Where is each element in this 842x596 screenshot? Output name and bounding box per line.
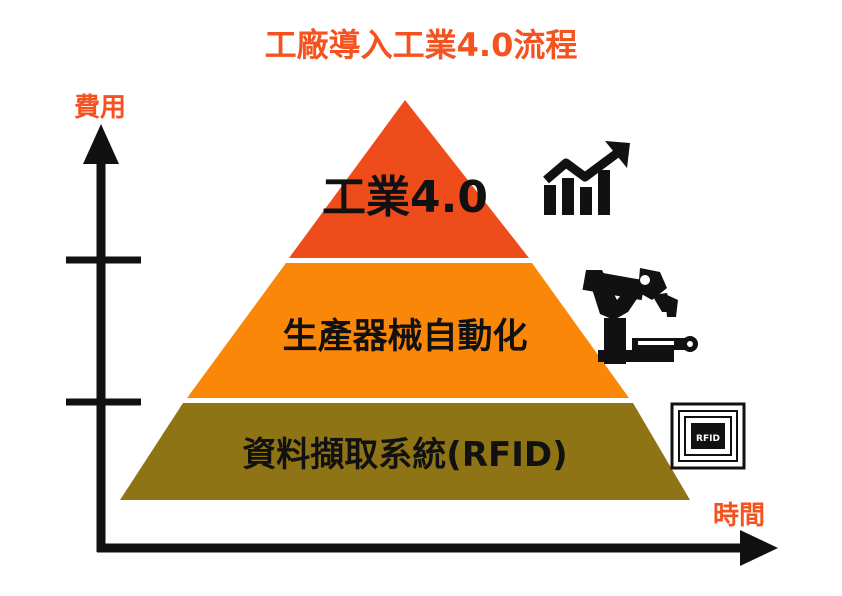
axes: 費用 時間 — [66, 93, 778, 566]
growth-chart-icon — [543, 141, 630, 215]
tier-bottom-shape — [120, 403, 690, 500]
rfid-tag-text: RFID — [696, 434, 720, 444]
robot-arm-icon — [582, 268, 698, 364]
pyramid: 工業4.0 生產器械自動化 資料擷取系統(RFID) — [120, 100, 690, 500]
y-axis-arrowhead — [83, 124, 119, 164]
diagram-title: 工廠導入工業4.0流程 — [265, 26, 578, 64]
x-axis-label: 時間 — [713, 501, 765, 531]
tier-middle-shape — [187, 263, 629, 398]
tier-top-shape — [289, 100, 529, 258]
x-axis-arrowhead — [740, 530, 778, 566]
tier-middle-label: 生產器械自動化 — [282, 316, 527, 357]
tier-bottom-label: 資料擷取系統(RFID) — [242, 435, 567, 475]
rfid-tag-icon: RFID — [670, 402, 746, 470]
tier-top-label: 工業4.0 — [322, 172, 488, 223]
y-axis-label: 費用 — [74, 93, 126, 123]
